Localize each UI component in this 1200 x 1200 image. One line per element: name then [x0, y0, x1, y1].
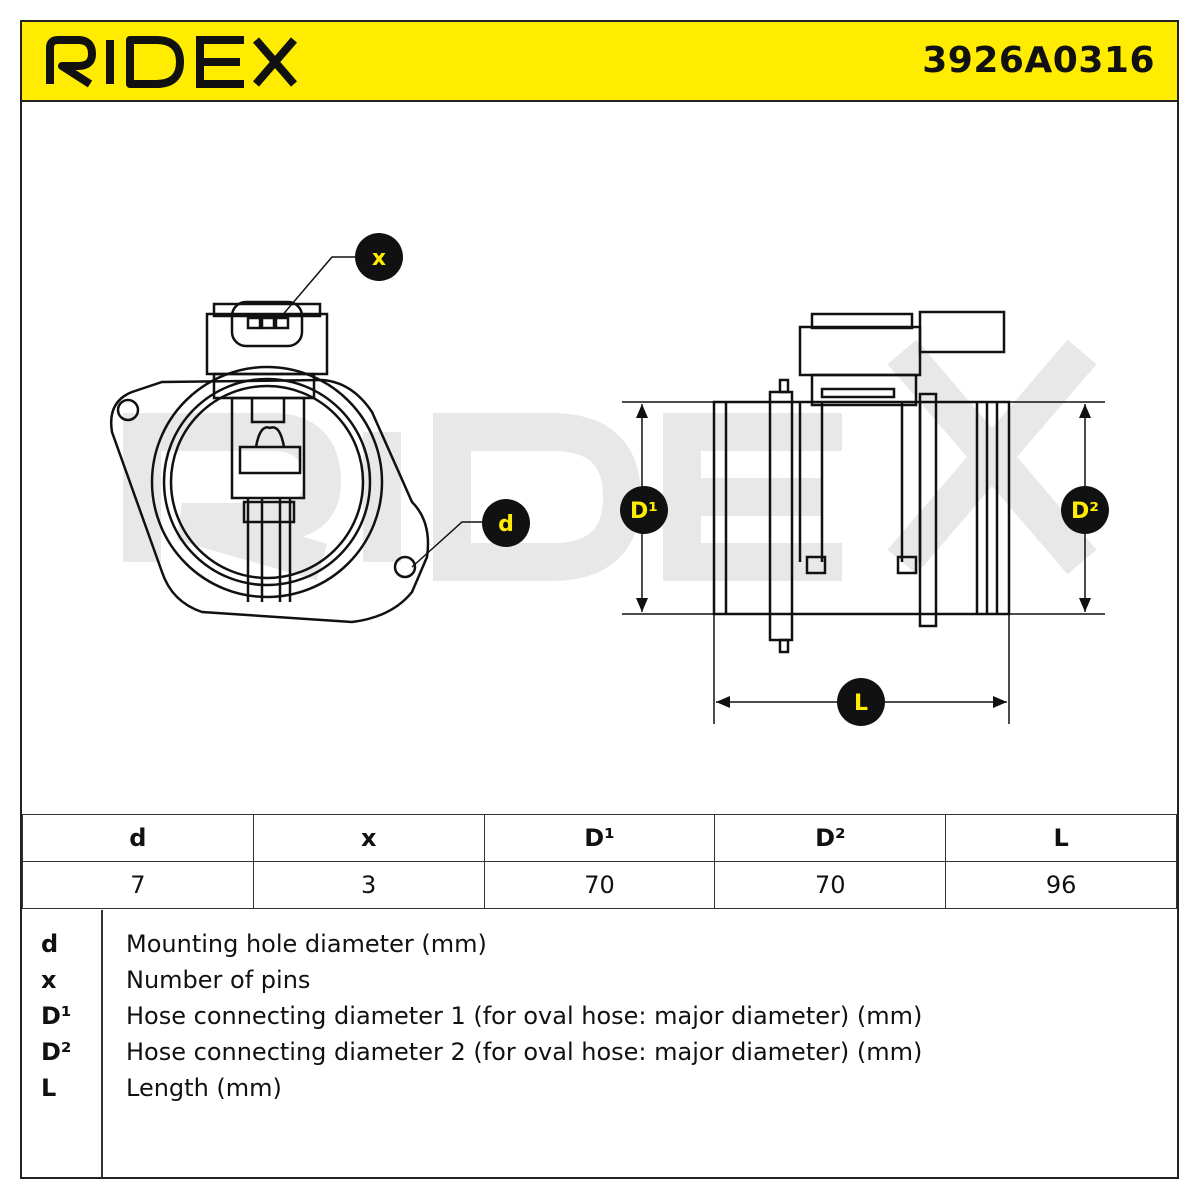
legend-description: Number of pins: [126, 966, 311, 994]
dimension-D2: D²: [1009, 401, 1109, 615]
callout-x: x: [279, 233, 403, 319]
callout-L-label: L: [854, 691, 868, 716]
spec-table-value-row: 7 3 70 70 96: [22, 861, 1177, 909]
callout-D1-label: D¹: [630, 499, 658, 524]
spec-sheet: 3926A0316: [20, 20, 1179, 1179]
spec-header-D1: D¹: [483, 814, 716, 862]
legend-item: L Length (mm): [22, 1074, 1177, 1110]
callout-x-label: x: [372, 246, 386, 271]
spec-header-L: L: [945, 814, 1177, 862]
ridex-logo: [46, 36, 298, 88]
spec-header-x: x: [252, 814, 485, 862]
spec-value-d: 7: [22, 861, 254, 909]
legend-item: d Mounting hole diameter (mm): [22, 930, 1177, 966]
legend-symbol: D¹: [41, 1002, 72, 1030]
dimension-D1: D¹: [620, 401, 714, 615]
spec-table: d x D¹ D² L 7 3 70 70 96: [22, 814, 1177, 909]
legend-symbol: x: [41, 966, 57, 994]
part-number: 3926A0316: [922, 40, 1155, 81]
spec-value-x: 3: [252, 861, 485, 909]
technical-drawing: x d: [109, 233, 1109, 726]
legend-symbol: L: [41, 1074, 57, 1102]
ridex-watermark: [123, 339, 1097, 581]
legend-description: Hose connecting diameter 1 (for oval hos…: [126, 1002, 923, 1030]
spec-value-L: 96: [945, 861, 1177, 909]
legend-item: D² Hose connecting diameter 2 (for oval …: [22, 1038, 1177, 1074]
legend-description: Mounting hole diameter (mm): [126, 930, 487, 958]
legend-description: Hose connecting diameter 2 (for oval hos…: [126, 1038, 923, 1066]
legend-symbol: D²: [41, 1038, 72, 1066]
legend: d Mounting hole diameter (mm) x Number o…: [22, 910, 1177, 1177]
callout-d-label: d: [498, 512, 514, 537]
legend-description: Length (mm): [126, 1074, 282, 1102]
spec-table-header-row: d x D¹ D² L: [22, 814, 1177, 862]
spec-value-D2: 70: [714, 861, 947, 909]
dimension-L: L: [713, 614, 1010, 726]
legend-symbol: d: [41, 930, 59, 958]
legend-item: D¹ Hose connecting diameter 1 (for oval …: [22, 1002, 1177, 1038]
callout-d: d: [411, 499, 530, 568]
legend-divider: [101, 910, 103, 1177]
spec-header-D2: D²: [714, 814, 947, 862]
legend-item: x Number of pins: [22, 966, 1177, 1002]
callout-D2-label: D²: [1071, 499, 1099, 524]
header-bar: 3926A0316: [22, 22, 1177, 102]
spec-value-D1: 70: [483, 861, 716, 909]
side-view: [712, 310, 1011, 654]
spec-header-d: d: [22, 814, 254, 862]
front-view: [109, 300, 430, 624]
